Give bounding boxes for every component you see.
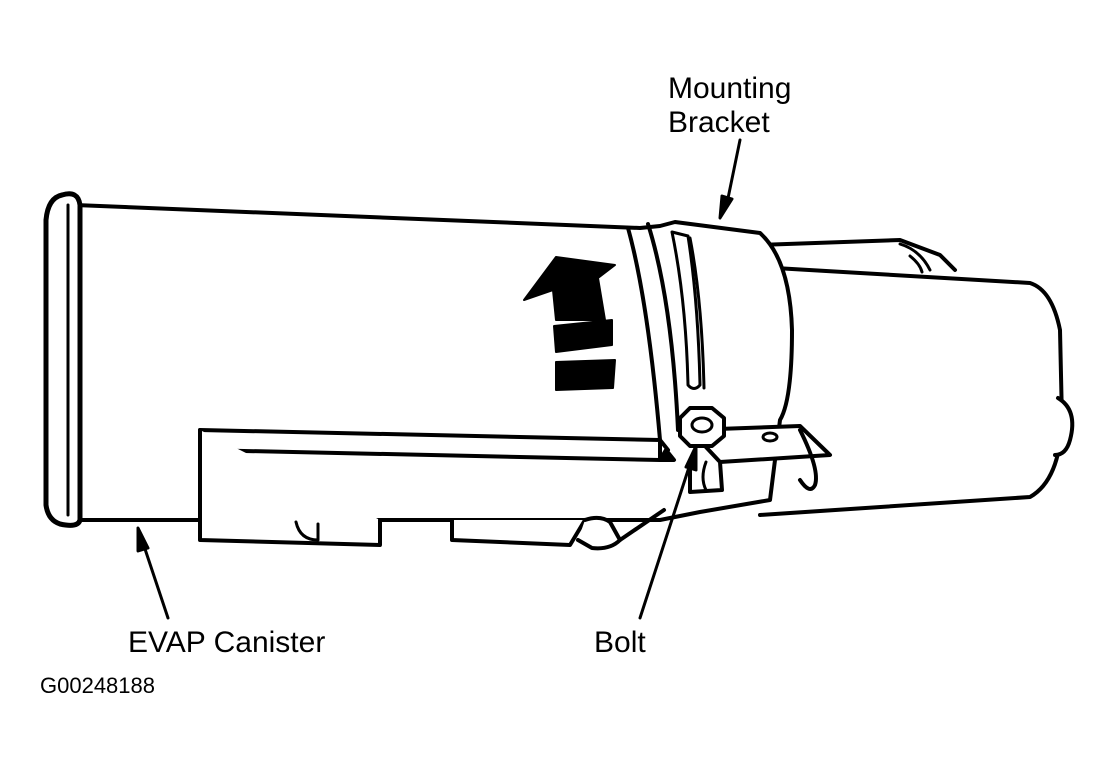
canister-leader-line bbox=[140, 538, 170, 620]
canister-leader-arrowhead bbox=[136, 526, 150, 553]
leader-arrows bbox=[136, 138, 742, 620]
evap-canister-label: EVAP Canister bbox=[128, 626, 326, 659]
bolt-label: Bolt bbox=[594, 626, 646, 659]
bolt bbox=[658, 406, 726, 462]
mounting-bracket-label-line1: Mounting bbox=[668, 72, 792, 105]
figure-id: G00248188 bbox=[40, 673, 155, 698]
bolt-leader-arrowhead bbox=[684, 444, 698, 472]
mounting-bracket-label-line2: Bracket bbox=[668, 106, 770, 139]
mounting-bracket-band bbox=[626, 222, 706, 452]
direction-arrow-graphic bbox=[523, 256, 616, 391]
bolt-leader-line bbox=[638, 456, 694, 620]
rear-cylinder bbox=[758, 238, 1075, 517]
bracket-leader-arrowhead bbox=[718, 194, 734, 220]
